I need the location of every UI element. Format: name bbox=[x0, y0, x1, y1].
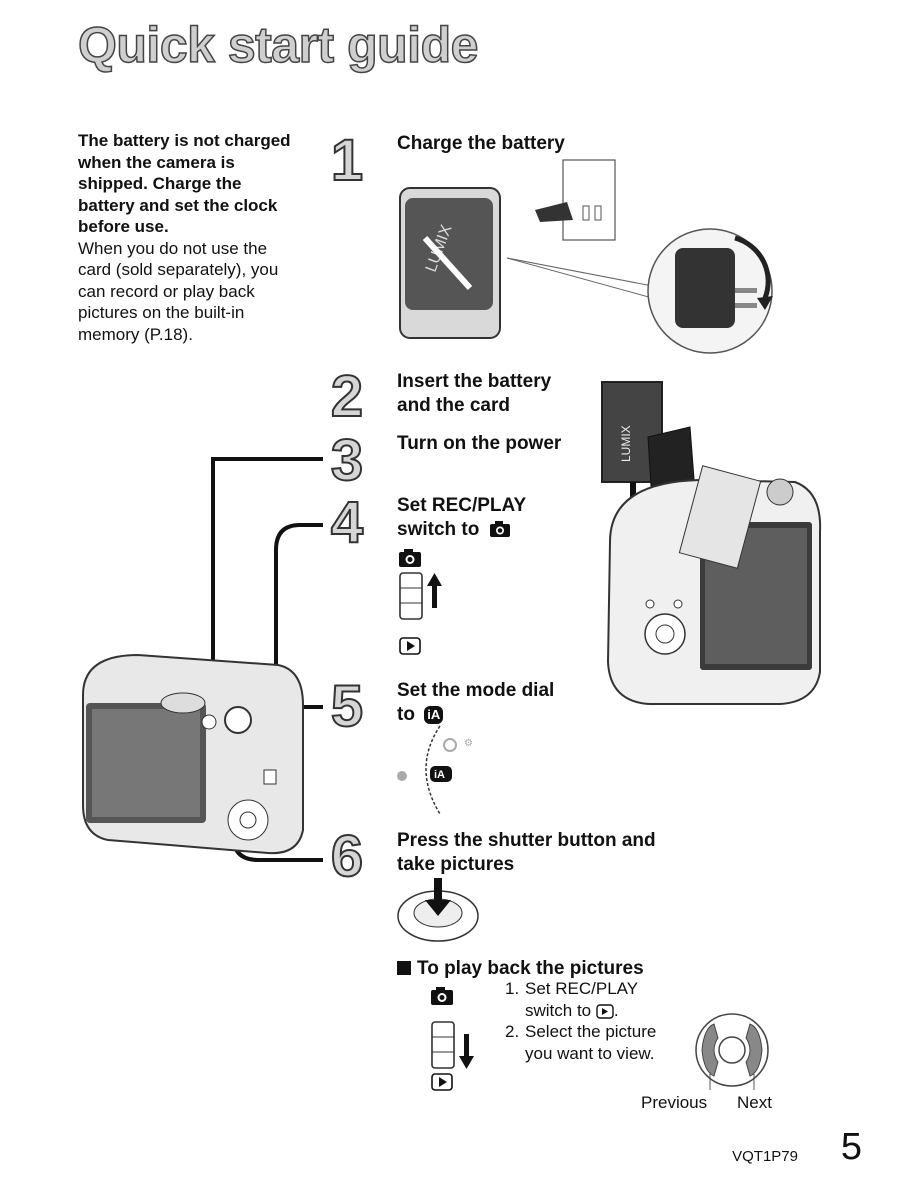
step-number-2: 2 bbox=[330, 364, 364, 429]
svg-text:iA: iA bbox=[434, 769, 445, 781]
rec-play-switch bbox=[399, 549, 442, 655]
step-6-line: take pictures bbox=[397, 854, 515, 875]
camera-icon bbox=[489, 521, 510, 537]
manual-code: VQT1P79 bbox=[732, 1148, 798, 1165]
camera-icon bbox=[431, 987, 453, 1005]
previous-button[interactable] bbox=[701, 1023, 719, 1077]
camera-front-illustration bbox=[82, 457, 323, 862]
playback-step-2: 2. Select the picture you want to view. bbox=[505, 1022, 657, 1063]
step-6-line: Press the shutter button and bbox=[397, 830, 656, 851]
step-5-heading: Set the mode dial to iA bbox=[397, 679, 554, 727]
intro-line: pictures on the built-in bbox=[78, 303, 245, 322]
previous-label: Previous bbox=[641, 1093, 708, 1112]
play-icon bbox=[596, 1003, 614, 1019]
step-number-6: 6 bbox=[330, 824, 364, 889]
play-icon bbox=[399, 637, 421, 655]
intro-line: card (sold separately), you bbox=[78, 260, 279, 279]
step-4-heading: Set REC/PLAY switch to bbox=[397, 494, 526, 542]
intelligent-auto-icon bbox=[430, 766, 452, 782]
next-label: Next bbox=[737, 1093, 772, 1112]
playback-heading-row: To play back the pictures bbox=[397, 957, 644, 981]
step-number-4: 4 bbox=[330, 490, 364, 555]
play-icon bbox=[431, 1073, 453, 1091]
step-4-line: Set REC/PLAY bbox=[397, 495, 527, 516]
mode-dial: ⚙ iA bbox=[397, 725, 473, 815]
step-1-heading: Charge the battery bbox=[397, 133, 565, 154]
arrow-up-icon bbox=[427, 573, 442, 608]
camera-back-illustration: LUMIX bbox=[601, 381, 822, 705]
intro-bold-line: battery and set the clock bbox=[78, 195, 278, 215]
svg-text:⚙: ⚙ bbox=[464, 738, 473, 749]
intro-text: The battery is not charged when the came… bbox=[78, 130, 328, 345]
step-5-line: Set the mode dial bbox=[397, 680, 555, 701]
intro-bold-line: when the camera is bbox=[78, 152, 235, 172]
playback-step-1: 1. Set REC/PLAY switch to . bbox=[505, 979, 639, 1020]
step-5-line: to iA bbox=[397, 703, 554, 727]
cursor-pad bbox=[695, 1013, 769, 1090]
charger-illustration: LUMIX bbox=[399, 159, 773, 354]
page-number: 5 bbox=[840, 1126, 862, 1168]
intro-bold-line: shipped. Charge the bbox=[78, 174, 242, 193]
step-3-heading: Turn on the power bbox=[397, 433, 562, 454]
step-number-1: 1 bbox=[330, 128, 364, 193]
step-2-line: Insert the battery bbox=[397, 371, 552, 392]
step-6-heading: Press the shutter button and take pictur… bbox=[397, 829, 656, 877]
square-bullet-icon bbox=[397, 961, 411, 975]
intro-line: memory (P.18). bbox=[78, 324, 193, 344]
step-2-line: and the card bbox=[397, 395, 510, 416]
step-number-3: 3 bbox=[330, 428, 364, 493]
intro-bold-line: The battery is not charged bbox=[78, 131, 291, 150]
intro-bold-line: before use. bbox=[78, 217, 169, 236]
playback-switch bbox=[431, 987, 474, 1091]
playback-heading: To play back the pictures bbox=[417, 958, 644, 979]
intro-line: When you do not use the bbox=[78, 238, 268, 258]
intro-line: can record or play back bbox=[78, 281, 255, 301]
page-title: Quick start guide bbox=[77, 16, 479, 74]
step-number-5: 5 bbox=[330, 674, 364, 739]
camera-icon bbox=[399, 549, 421, 567]
arrow-down-icon bbox=[459, 1034, 474, 1069]
playback-instructions: 1. Set REC/PLAY switch to . 2. Select th… bbox=[505, 978, 685, 1064]
shutter-button-illustration bbox=[397, 878, 479, 942]
step-2-heading: Insert the battery and the card bbox=[397, 370, 551, 418]
next-button[interactable] bbox=[745, 1023, 763, 1077]
battery-label: LUMIX bbox=[619, 425, 633, 462]
step-4-line: switch to bbox=[397, 518, 526, 542]
intelligent-auto-icon: iA bbox=[424, 706, 444, 724]
